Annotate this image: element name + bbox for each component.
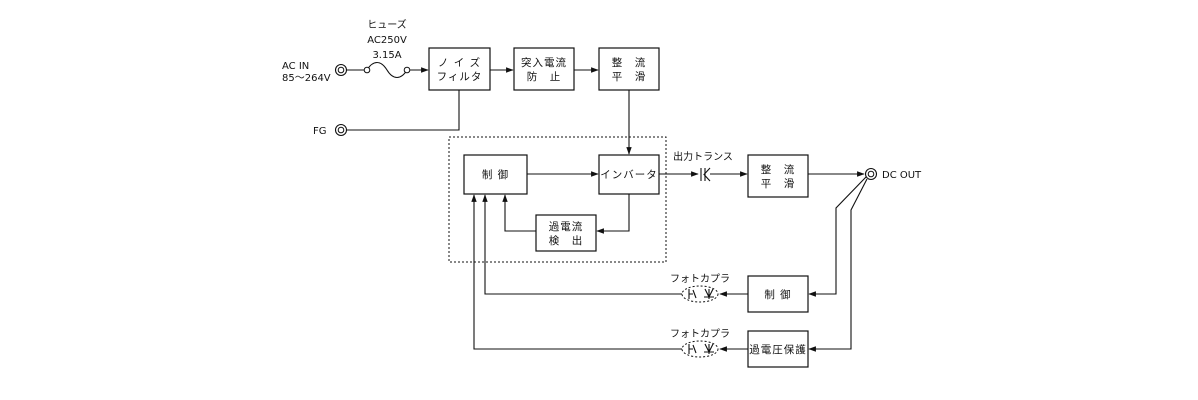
- fuse-current-label: 3.15A: [372, 50, 401, 61]
- noise-filter-block: ノ イ ズ フィルタ: [428, 47, 491, 91]
- svg-text:平 滑: 平 滑: [612, 71, 647, 83]
- svg-text:制 御: 制 御: [482, 168, 509, 181]
- wire-dcout-control: [808, 176, 867, 297]
- photocoupler-2-symbol: [681, 340, 719, 358]
- photocoupler-1-symbol: [681, 285, 719, 303]
- wire-photocoupler2-control1: [471, 194, 682, 350]
- inrush-prevention-block: 突入電流 防 止: [513, 47, 575, 91]
- svg-text:過電圧保護: 過電圧保護: [749, 343, 807, 356]
- svg-text:突入電流: 突入電流: [521, 56, 567, 69]
- primary-circuit-enclosure: [448, 136, 667, 263]
- svg-text:平 滑: 平 滑: [761, 178, 796, 190]
- ac-in-terminal: [334, 63, 348, 77]
- transformer-label: 出力トランス: [673, 150, 733, 163]
- wire-overcurrent-control: [502, 194, 536, 232]
- rectifier-smoothing-block-1: 整 流 平 滑: [598, 47, 660, 91]
- wire-fg-filter: [347, 90, 460, 131]
- fuse-symbol: [366, 61, 408, 79]
- control-block-1: 制 御: [463, 154, 528, 195]
- fuse-name-label: ヒューズ: [367, 18, 407, 31]
- photocoupler-1-label: フォトカプラ: [670, 273, 730, 285]
- overvoltage-protection-block: 過電圧保護: [747, 330, 809, 368]
- svg-text:インバータ: インバータ: [600, 169, 658, 181]
- svg-text:検 出: 検 出: [549, 234, 584, 247]
- svg-text:フィルタ: フィルタ: [437, 71, 483, 83]
- svg-text:過電流: 過電流: [549, 220, 584, 233]
- svg-text:ノ イ ズ: ノ イ ズ: [438, 56, 481, 69]
- photocoupler-2-label: フォトカプラ: [670, 328, 730, 340]
- svg-text:整 流: 整 流: [761, 163, 796, 176]
- transformer-symbol: [700, 167, 711, 182]
- inverter-block: インバータ: [598, 154, 660, 195]
- fg-label: FG: [313, 126, 327, 137]
- overcurrent-detection-block: 過電流 検 出: [535, 214, 597, 252]
- dc-out-terminal: [864, 167, 878, 181]
- ac-in-label: AC IN: [282, 61, 309, 72]
- wire-photocoupler1-control1: [482, 194, 682, 295]
- ac-range-label: 85～264V: [282, 73, 331, 84]
- svg-text:防 止: 防 止: [527, 70, 562, 83]
- fuse-voltage-label: AC250V: [367, 35, 407, 46]
- dc-out-label: DC OUT: [882, 170, 922, 181]
- svg-text:整 流: 整 流: [612, 56, 647, 69]
- wire-inverter-overcurrent: [596, 194, 630, 234]
- control-block-2: 制 御: [747, 275, 809, 313]
- wire-dcout-overvoltage: [808, 178, 868, 352]
- svg-text:制 御: 制 御: [764, 288, 791, 301]
- fg-terminal: [334, 123, 348, 137]
- rectifier-smoothing-block-2: 整 流 平 滑: [747, 154, 809, 198]
